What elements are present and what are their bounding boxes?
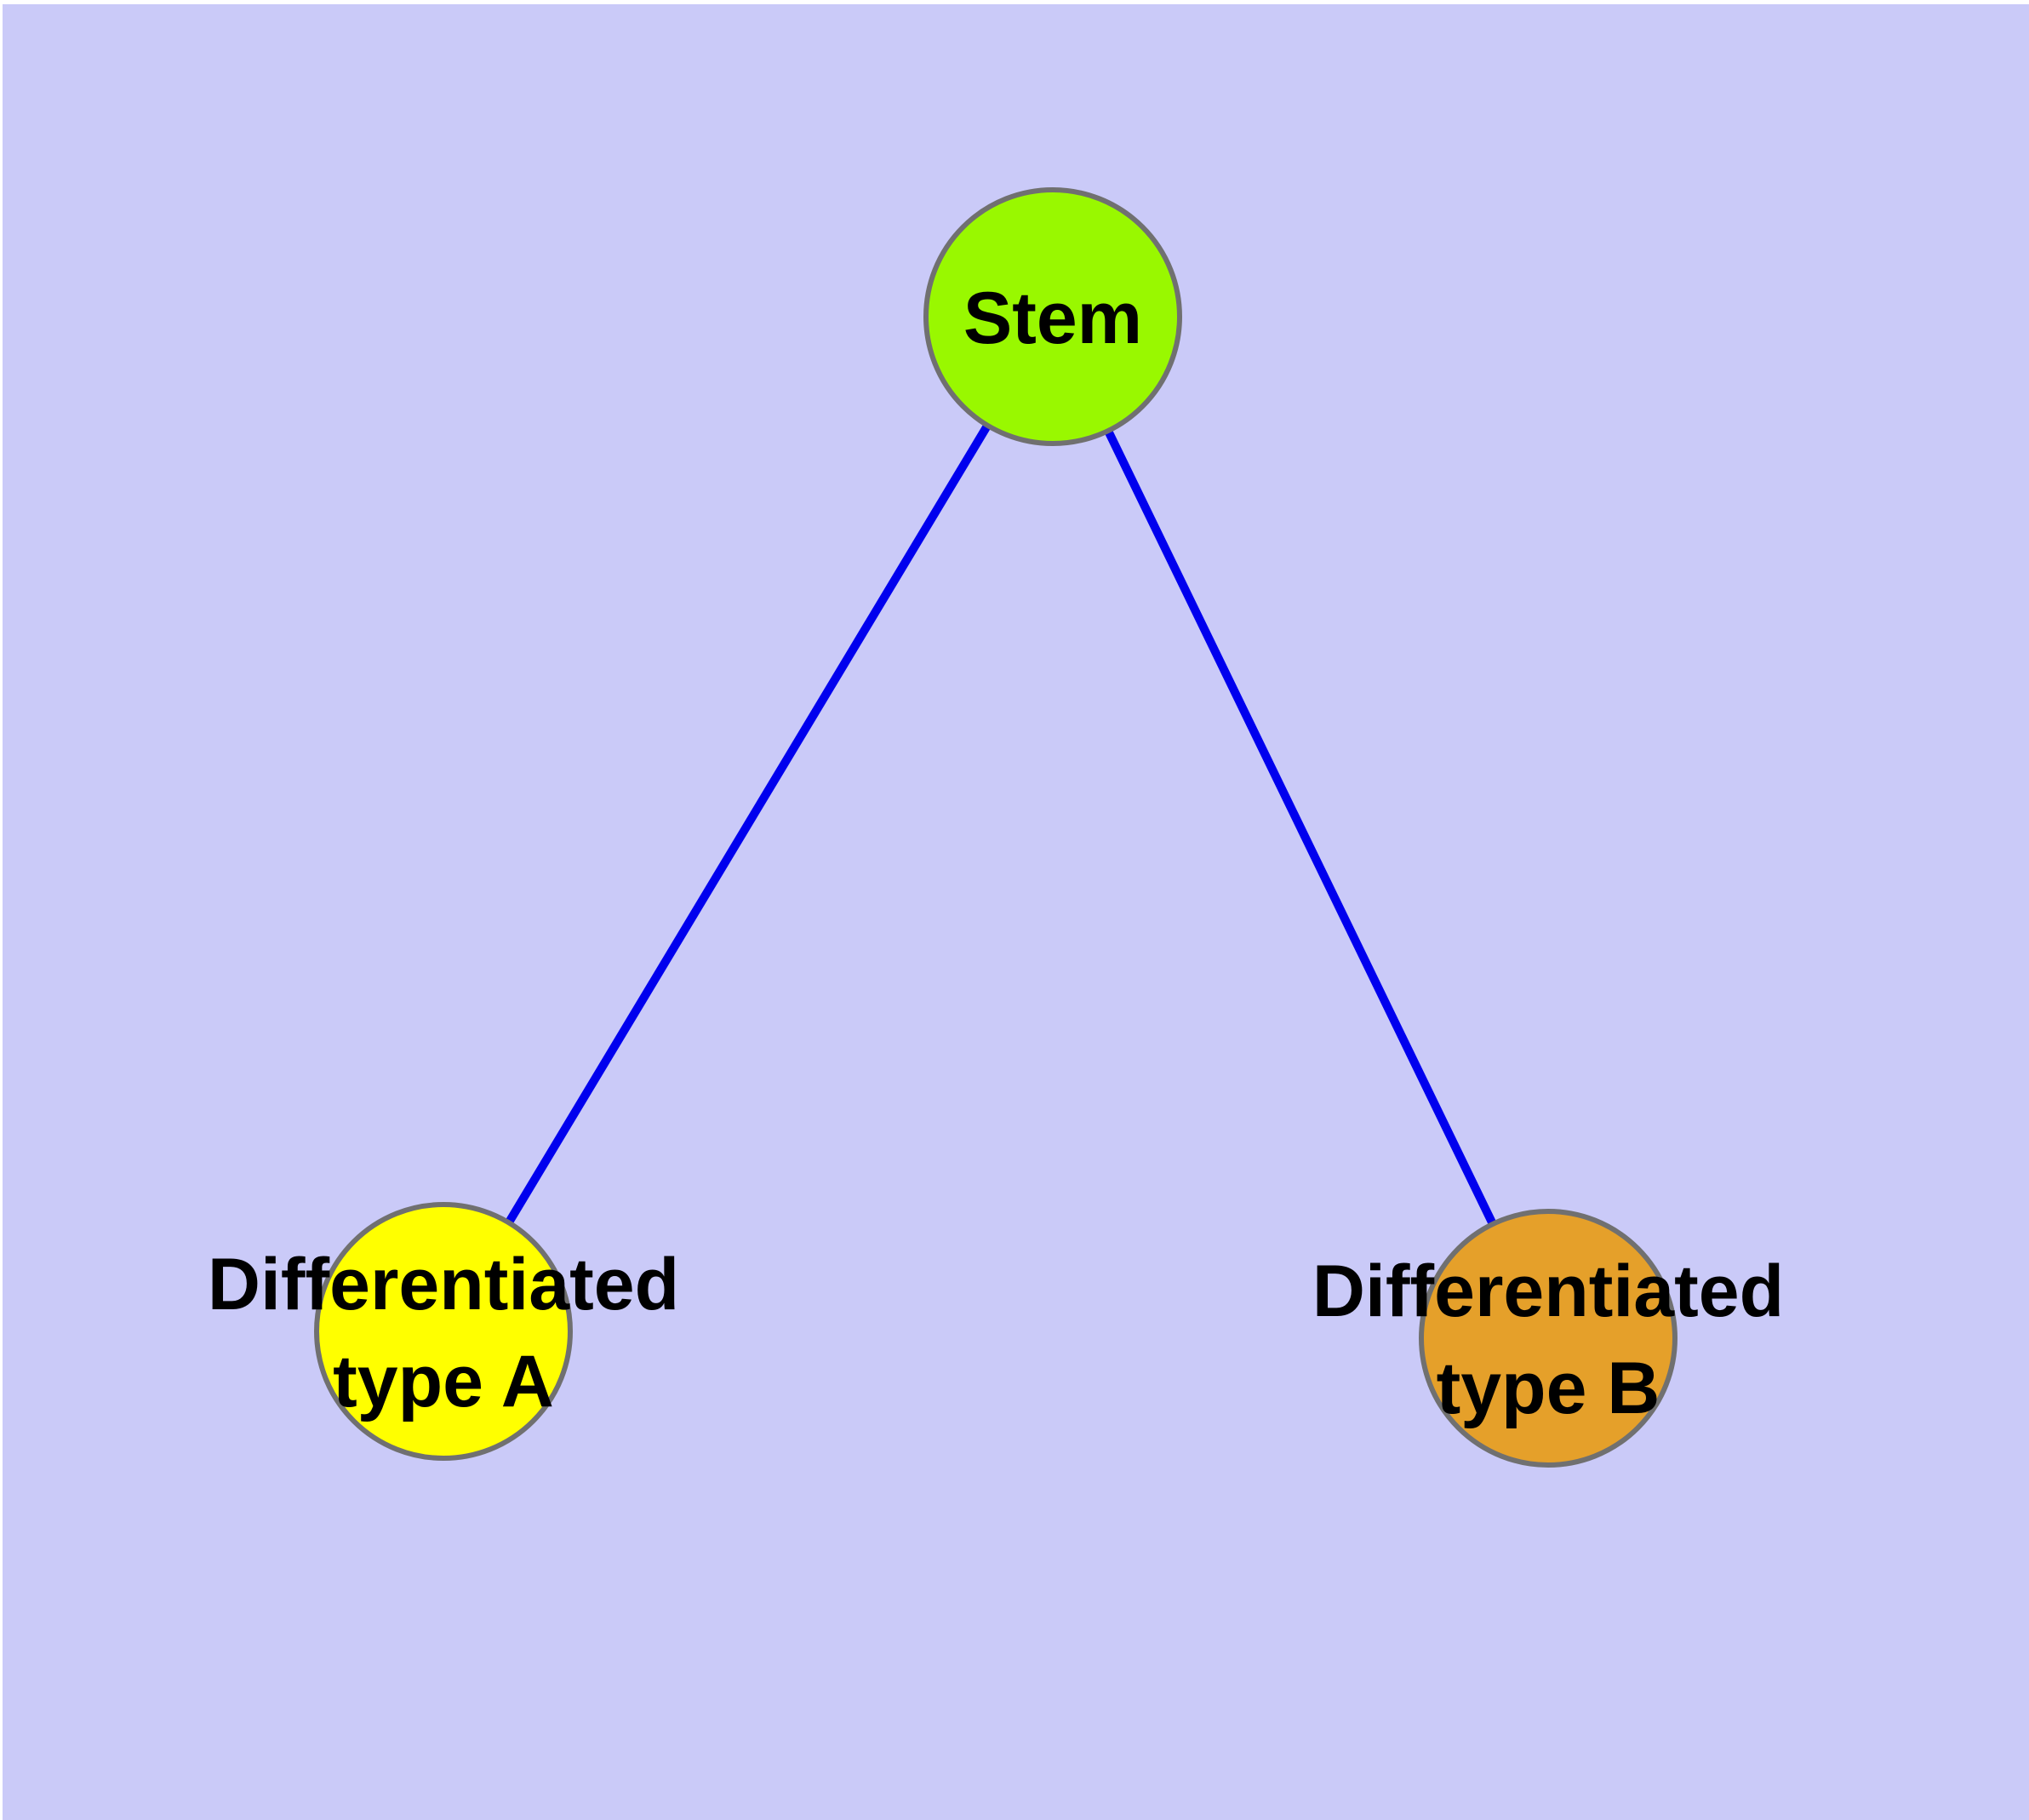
edge-stem-to-type-b [1049, 314, 1552, 1341]
type-b-node-label-line2: type B [1437, 1348, 1660, 1429]
edge-stem-to-type-a [439, 314, 1057, 1334]
type-a-node-label-line1: Differentiated [208, 1244, 679, 1325]
stem-node [923, 187, 1182, 446]
differentiated-type-b-node [1419, 1209, 1677, 1468]
type-a-node-label-line2: type A [333, 1341, 554, 1422]
stem-node-label: Stem [963, 278, 1142, 359]
differentiated-type-a-node [314, 1202, 573, 1461]
type-b-node-label-line1: Differentiated [1312, 1251, 1784, 1332]
